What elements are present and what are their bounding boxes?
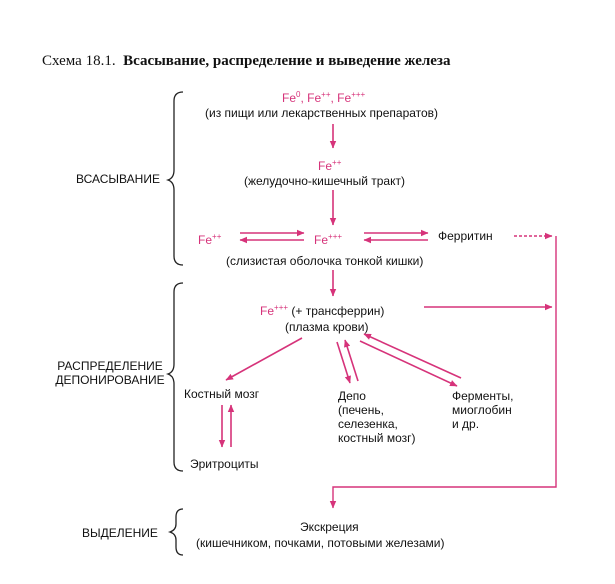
fe2-gi-base: Fe	[318, 159, 333, 173]
rail-to-excretion	[329, 236, 557, 509]
brace-absorption	[165, 91, 184, 266]
node-plasma: (плазма крови)	[285, 320, 369, 334]
arrow-depot-to-plasma	[344, 339, 359, 382]
fe2-left-sup: ++	[212, 232, 222, 241]
node-fe2-left: Fe++	[198, 230, 221, 247]
fe3-plasma-base: Fe	[260, 304, 275, 318]
fe3-plasma-transferrin: (+ трансферрин)	[288, 304, 385, 318]
fe0-sup: 0	[296, 90, 301, 99]
fe2-left-base: Fe	[198, 233, 213, 247]
arrow-plasma-to-depot	[336, 341, 351, 384]
node-gi-tract: (желудочно-кишечный тракт)	[244, 174, 405, 188]
arrow-plasma-to-enzymes	[359, 340, 458, 387]
fe-sep-1: ,	[300, 91, 308, 105]
fe3-mid-sup: +++	[328, 232, 343, 241]
fe3-base: Fe	[337, 91, 352, 105]
fe3-plasma-sup: +++	[274, 303, 289, 312]
diagram-title: Схема 18.1. Всасывание, распределение и …	[42, 53, 451, 69]
section-distribution: РАСПРЕДЕЛЕНИЕ ДЕПОНИРОВАНИЕ	[52, 359, 168, 387]
fe3-mid-base: Fe	[314, 233, 329, 247]
node-bone-marrow: Костный мозг	[184, 387, 260, 401]
section-absorption: ВСАСЫВАНИЕ	[76, 172, 160, 186]
node-fe-sources: Fe0, Fe++, Fe+++	[282, 88, 365, 105]
node-ferritin: Ферритин	[438, 229, 493, 243]
depot-line-3: селезенка,	[338, 417, 398, 431]
enzymes-line-2: миоглобин	[452, 403, 512, 417]
node-food-source: (из пищи или лекарственных препаратов)	[205, 106, 439, 120]
arrow-plasma-to-bone-marrow	[225, 337, 303, 381]
section-distribution-line-1: РАСПРЕДЕЛЕНИЕ	[57, 359, 163, 373]
fe0-base: Fe	[282, 91, 297, 105]
node-excretion: Экскреция	[300, 520, 359, 534]
node-enzymes: Ферменты, миоглобин и др.	[452, 389, 513, 431]
fe-sep-2: ,	[330, 91, 338, 105]
depot-line-2: (печень,	[338, 403, 384, 417]
node-fe2-gi: Fe++	[318, 156, 341, 173]
brace-distribution	[165, 282, 184, 472]
title-main: Всасывание, распределение и выведение же…	[123, 53, 451, 69]
node-mucosa: (слизистая оболочка тонкой кишки)	[226, 254, 424, 268]
section-excretion: ВЫДЕЛЕНИЕ	[82, 526, 158, 540]
fe2-sup: ++	[321, 90, 331, 99]
depot-line-1: Депо	[338, 389, 366, 403]
fe3-sup: +++	[351, 90, 366, 99]
enzymes-line-3: и др.	[452, 417, 480, 431]
node-fe3-plasma: Fe+++ (+ трансферрин)	[260, 301, 384, 318]
section-distribution-line-2: ДЕПОНИРОВАНИЕ	[55, 373, 165, 387]
depot-line-4: костный мозг)	[338, 431, 416, 445]
node-depot: Депо (печень, селезенка, костный мозг)	[338, 389, 416, 445]
arrow-enzymes-to-plasma	[363, 333, 462, 379]
enzymes-line-1: Ферменты,	[452, 389, 514, 403]
node-fe3-mid: Fe+++	[314, 230, 342, 247]
brace-excretion	[167, 508, 184, 556]
title-prefix: Схема 18.1.	[42, 53, 116, 69]
fe2-gi-sup: ++	[332, 158, 342, 167]
node-erythrocytes: Эритроциты	[190, 457, 259, 471]
node-excretion-routes: (кишечником, почками, потовыми железами)	[196, 536, 445, 550]
fe2-base: Fe	[307, 91, 322, 105]
